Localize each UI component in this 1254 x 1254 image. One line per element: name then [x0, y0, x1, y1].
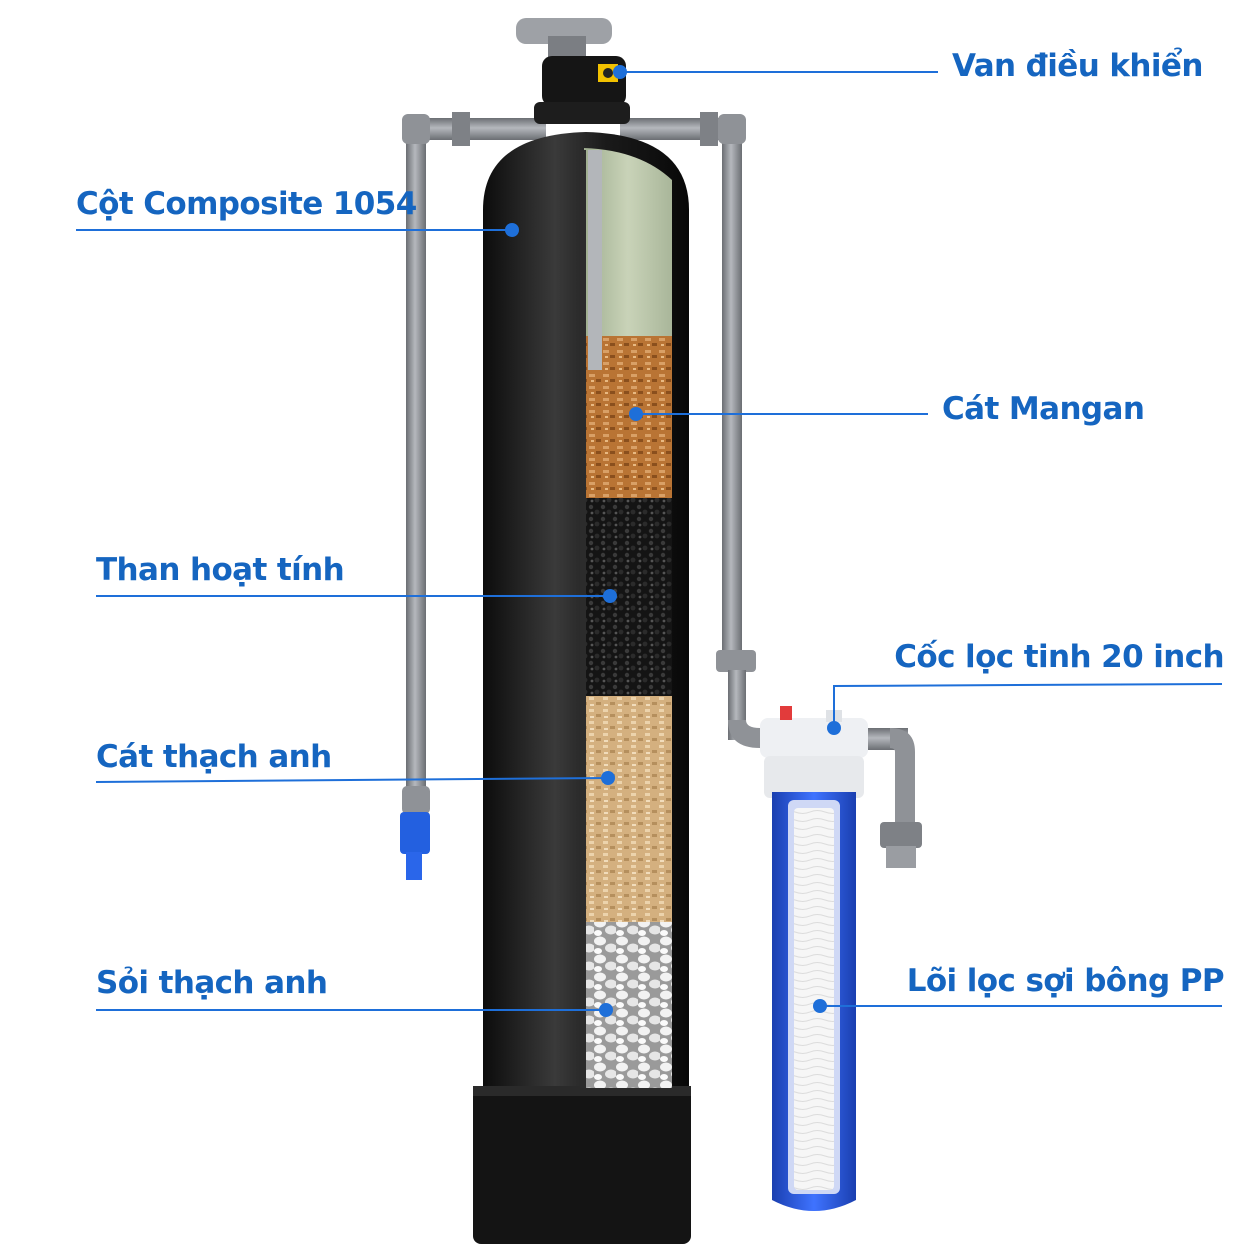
- leader-quartz-sand: [95, 777, 609, 783]
- dot-pp-cartridge: [813, 999, 827, 1013]
- label-control-valve: Van điều khiển: [952, 48, 1203, 84]
- label-pp-cartridge: Lõi lọc sợi bông PP: [906, 963, 1225, 999]
- filter-housing: [760, 706, 868, 1211]
- dot-composite-column: [505, 223, 519, 237]
- label-quartz-gravel: Sỏi thạch anh: [96, 965, 328, 1001]
- label-activated-carbon: Than hoạt tính: [96, 552, 345, 588]
- leader-dots: [505, 65, 841, 1017]
- leader-lines: [76, 71, 1223, 1011]
- dot-activated-carbon: [603, 589, 617, 603]
- dot-filter-housing: [827, 721, 841, 735]
- composite-tank: [473, 18, 691, 1244]
- label-composite-column: Cột Composite 1054: [76, 186, 417, 222]
- label-manganese-sand: Cát Mangan: [942, 391, 1145, 427]
- leader-filter-housing: [833, 683, 1223, 726]
- label-quartz-sand: Cát thạch anh: [96, 739, 332, 775]
- dot-control-valve: [613, 65, 627, 79]
- dot-quartz-gravel: [599, 1003, 613, 1017]
- dot-manganese-sand: [629, 407, 643, 421]
- dot-quartz-sand: [601, 771, 615, 785]
- label-filter-housing: Cốc lọc tinh 20 inch: [894, 639, 1224, 675]
